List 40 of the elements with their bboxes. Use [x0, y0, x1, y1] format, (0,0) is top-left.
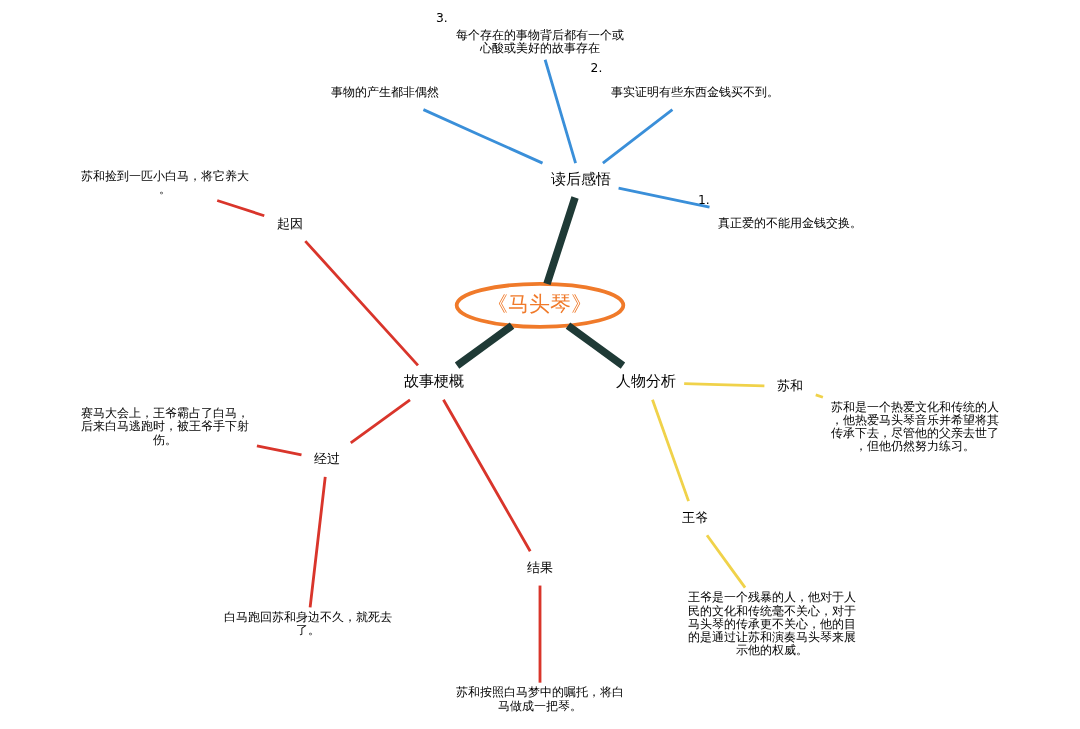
node-text: 每个存在的事物背后都有一个或心酸或美好的故事存在	[456, 27, 624, 56]
connector	[618, 186, 710, 209]
node-label: 3.	[435, 10, 448, 25]
connector	[304, 240, 419, 367]
node-ellipse: 《马头琴》	[454, 282, 626, 329]
node-label: 2.	[590, 61, 603, 76]
node-text: 事实证明有些东西金钱买不到。	[610, 84, 779, 99]
node-text: 结果	[527, 559, 553, 575]
connector	[684, 382, 765, 388]
node-text: 经过	[314, 451, 341, 467]
connector	[442, 399, 532, 552]
node-text: 人物分析	[616, 372, 677, 391]
node-text: 读后感悟	[550, 169, 611, 188]
connector	[216, 199, 265, 218]
connector	[705, 534, 747, 589]
connector	[422, 108, 544, 165]
connector	[651, 399, 690, 502]
node-text: 苏和是一个热爱文化和传统的人，他热爱马头琴音乐并希望将其传承下去，尽管他的父亲去世了，但他仍然努力练习。	[831, 399, 1000, 454]
connector	[815, 393, 824, 399]
connector	[538, 585, 542, 683]
connector	[308, 476, 327, 608]
node-text: 白马跑回苏和身边不久，就死去了。	[224, 610, 393, 638]
node-label: 1.	[697, 192, 710, 207]
node-text: 真正爱的不能用金钱交换。	[718, 216, 863, 231]
connector	[454, 322, 515, 369]
node-text: 起因	[276, 215, 303, 231]
node-text: 事物的产生都非偶然	[331, 84, 440, 99]
node-text: 苏和捡到一匹小白马，将它养大。	[80, 169, 249, 197]
node-text: 王爷	[681, 509, 708, 525]
node-text: 苏和按照白马梦中的嘱托，将白马做成一把琴。	[456, 685, 624, 713]
connector	[602, 108, 674, 165]
connector	[543, 196, 579, 286]
node-text: 故事梗概	[403, 372, 464, 391]
node-text: 赛马大会上，王爷霸占了白马，后来白马逃跑时，被王爷手下射伤。	[80, 406, 249, 447]
node-text: 苏和	[777, 378, 804, 394]
connector	[256, 444, 302, 457]
connector	[543, 59, 577, 164]
node-text: 王爷是一个残暴的人，他对于人民的文化和传统毫不关心，对于马头琴的传承更不关心，他的目的是通过让苏和演奏马头琴来展示他的权威。	[687, 590, 856, 658]
connector	[349, 398, 411, 444]
connector	[565, 322, 626, 369]
